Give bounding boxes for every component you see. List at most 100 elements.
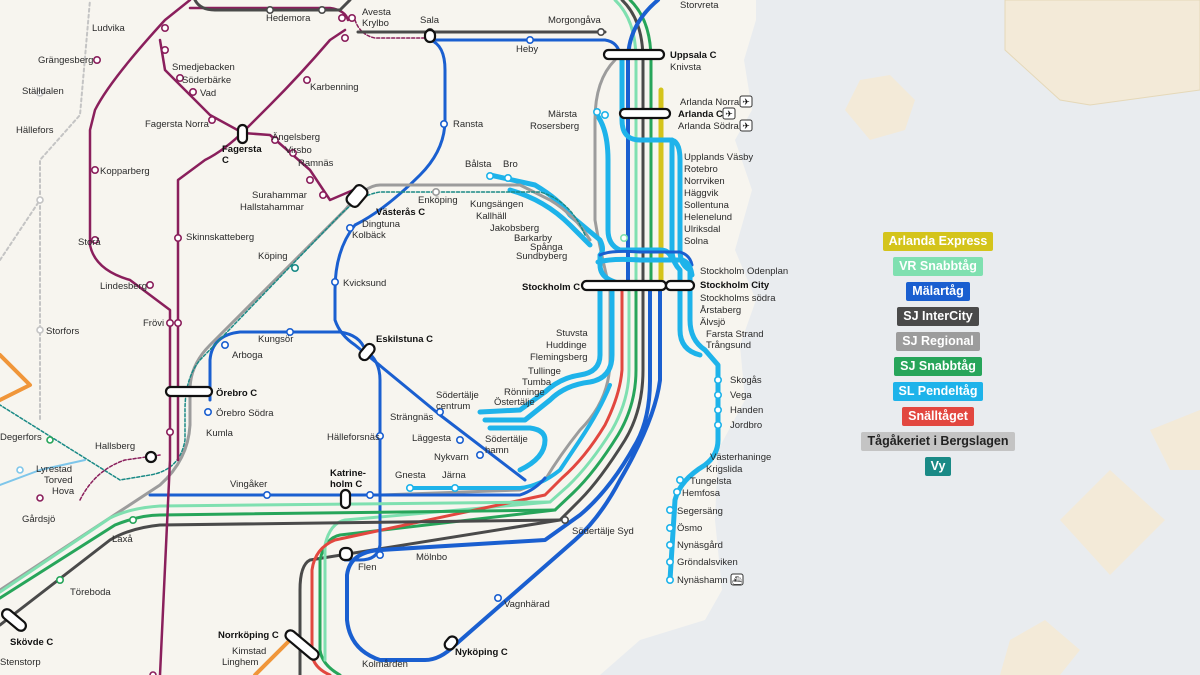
interchange-stockholm-c[interactable] <box>580 279 668 292</box>
interchange-katrineholm-c[interactable] <box>339 488 352 510</box>
interchange-norrkoping-c[interactable] <box>283 628 320 661</box>
station-dot[interactable] <box>365 490 374 499</box>
station-dot[interactable] <box>285 327 294 336</box>
station-dot[interactable] <box>176 74 185 83</box>
station-dot[interactable] <box>592 108 601 117</box>
label-morgongava: Morgongåva <box>548 15 602 26</box>
station-dot[interactable] <box>672 487 681 496</box>
interchange-eskilstuna-c[interactable] <box>357 342 376 362</box>
station-dot[interactable] <box>665 523 674 532</box>
station-dot[interactable] <box>36 89 44 97</box>
legend-item[interactable]: Tågåkeriet i Bergslagen <box>861 432 1015 451</box>
station-dot[interactable] <box>450 483 459 492</box>
interchange-orebro-c[interactable] <box>164 385 214 398</box>
station-dot[interactable] <box>330 277 339 286</box>
legend-item[interactable]: Snälltåget <box>902 407 974 426</box>
station-dot[interactable] <box>619 234 628 243</box>
interchange-arlanda-c[interactable] <box>618 107 672 120</box>
station-dot[interactable] <box>288 149 297 158</box>
station-dot[interactable] <box>36 494 44 502</box>
station-dot[interactable] <box>36 196 44 204</box>
interchange-vasteras-c[interactable] <box>345 183 370 209</box>
interchange-kungsangen[interactable] <box>338 546 354 562</box>
station-dot[interactable] <box>455 435 464 444</box>
station-dot[interactable] <box>318 191 327 200</box>
station-dot[interactable] <box>36 326 44 334</box>
station-dot[interactable] <box>485 172 494 181</box>
station-dot[interactable] <box>600 111 609 120</box>
station-dot[interactable] <box>375 550 384 559</box>
line-sj-regional-west <box>0 183 592 592</box>
station-dot[interactable] <box>161 23 170 32</box>
interchange-skovde-c[interactable] <box>0 607 28 633</box>
station-dot[interactable] <box>713 375 722 384</box>
interchange-fagersta-c[interactable] <box>236 123 249 145</box>
interchange-hallsberg[interactable] <box>144 450 158 464</box>
station-dot[interactable] <box>345 224 354 233</box>
station-dot[interactable] <box>221 340 230 349</box>
station-dot[interactable] <box>174 234 183 243</box>
station-dot[interactable] <box>146 280 155 289</box>
legend-item[interactable]: Vy <box>924 457 952 476</box>
station-dot[interactable] <box>665 505 674 514</box>
station-dot[interactable] <box>161 45 170 54</box>
station-dot[interactable] <box>347 14 356 23</box>
station-dot[interactable] <box>270 136 279 145</box>
station-dot[interactable] <box>91 236 100 245</box>
station-dot[interactable] <box>305 176 314 185</box>
legend-item[interactable]: SJ InterCity <box>897 307 979 326</box>
station-dot[interactable] <box>302 76 311 85</box>
label-orebro-c: Örebro C <box>216 388 257 399</box>
station-dot[interactable] <box>713 420 722 429</box>
line-south-green <box>318 283 638 675</box>
station-dot[interactable] <box>166 318 175 327</box>
legend-item[interactable]: SJ Regional <box>896 332 980 351</box>
station-dot[interactable] <box>340 33 349 42</box>
station-dot[interactable] <box>665 540 674 549</box>
station-dot[interactable] <box>431 188 440 197</box>
station-dot[interactable] <box>435 407 444 416</box>
legend-item[interactable]: VR Snabbtåg <box>893 257 983 276</box>
station-dot[interactable] <box>713 390 722 399</box>
station-dot[interactable] <box>337 14 346 23</box>
station-dot[interactable] <box>204 407 213 416</box>
station-dot[interactable] <box>665 575 674 584</box>
station-dot[interactable] <box>596 27 605 36</box>
station-dot[interactable] <box>55 575 64 584</box>
interchange-sala[interactable] <box>423 28 437 44</box>
legend-item[interactable]: Arlanda Express <box>882 232 994 251</box>
station-dot[interactable] <box>93 55 102 64</box>
station-dot[interactable] <box>290 263 299 272</box>
station-dot[interactable] <box>405 483 414 492</box>
legend-item[interactable]: SJ Snabbtåg <box>894 357 982 376</box>
station-dot[interactable] <box>262 490 271 499</box>
station-dot[interactable] <box>129 515 138 524</box>
station-dot[interactable] <box>149 671 157 675</box>
station-dot[interactable] <box>560 515 569 524</box>
station-dot[interactable] <box>525 35 534 44</box>
label-frovi: Frövi <box>143 318 164 329</box>
interchange-uppsala-c[interactable] <box>602 48 666 61</box>
station-dot[interactable] <box>174 318 183 327</box>
station-dot[interactable] <box>503 174 512 183</box>
station-dot[interactable] <box>675 475 684 484</box>
legend-item[interactable]: SL Pendeltåg <box>892 382 984 401</box>
station-dot[interactable] <box>265 6 274 15</box>
interchange-nykoping-c[interactable] <box>443 634 460 651</box>
station-dot[interactable] <box>189 88 198 97</box>
station-dot[interactable] <box>493 593 502 602</box>
station-dot[interactable] <box>439 120 448 129</box>
station-dot[interactable] <box>475 450 484 459</box>
station-dot[interactable] <box>166 427 175 436</box>
station-dot[interactable] <box>91 166 100 175</box>
station-dot[interactable] <box>317 6 326 15</box>
station-dot[interactable] <box>208 116 217 125</box>
station-dot[interactable] <box>375 431 384 440</box>
station-dot[interactable] <box>713 405 722 414</box>
interchange-stockholm-city[interactable] <box>664 279 696 292</box>
station-dot[interactable] <box>46 436 54 444</box>
station-dot[interactable] <box>16 466 24 474</box>
station-dot[interactable] <box>665 557 674 566</box>
label-sundbyberg: Sundbyberg <box>516 251 567 262</box>
legend-item[interactable]: Mälartåg <box>906 282 970 301</box>
